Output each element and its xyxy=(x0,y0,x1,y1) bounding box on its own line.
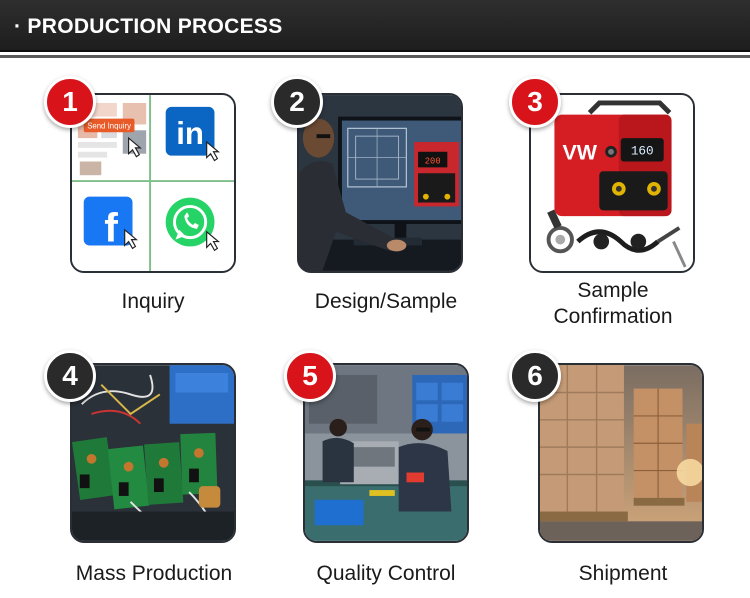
send-inquiry-button xyxy=(83,118,135,133)
quality-control-photo xyxy=(305,365,467,541)
step-2-label: Design/Sample xyxy=(314,290,458,313)
step-3-image: VW 160 xyxy=(529,93,695,273)
svg-text:f: f xyxy=(104,205,118,251)
pcb-assembly-photo xyxy=(72,365,234,541)
page-title: · PRODUCTION PROCESS xyxy=(14,15,283,38)
send-inquiry-text: Send Inquiry xyxy=(87,121,131,130)
step-2-image: 200 xyxy=(297,93,463,273)
step-1-label: Inquiry xyxy=(121,290,185,313)
design-workstation-photo: 200 xyxy=(299,95,461,271)
header-divider xyxy=(0,55,750,58)
warehouse-shipment-photo xyxy=(540,365,702,541)
step-5-label: Quality Control xyxy=(316,562,456,585)
step-3-badge: 3 xyxy=(509,76,561,128)
header-bar: · PRODUCTION PROCESS xyxy=(0,0,750,52)
facebook-icon xyxy=(83,196,133,246)
step-4-badge: 4 xyxy=(44,350,96,402)
step-6-badge: 6 xyxy=(509,350,561,402)
step-5-image xyxy=(303,363,469,543)
welding-machine-photo: VW 160 xyxy=(531,95,693,271)
svg-text:VW: VW xyxy=(563,141,598,165)
linkedin-icon xyxy=(165,106,215,156)
svg-text:200: 200 xyxy=(425,156,441,166)
step-5-badge: 5 xyxy=(284,350,336,402)
step-2-badge: 2 xyxy=(271,76,323,128)
inquiry-channels-graphic: Send Inquiry in f xyxy=(72,95,234,271)
linkedin-icon-text: in xyxy=(176,116,204,151)
machine-display-text: 160 xyxy=(631,144,654,159)
step-1-image: Send Inquiry in f xyxy=(70,93,236,273)
step-3-label: Sample Confirmation xyxy=(553,279,673,328)
step-4-label: Mass Production xyxy=(75,562,233,585)
step-4-image xyxy=(70,363,236,543)
step-6-label: Shipment xyxy=(578,562,668,585)
step-1-badge: 1 xyxy=(44,76,96,128)
step-6-image xyxy=(538,363,704,543)
